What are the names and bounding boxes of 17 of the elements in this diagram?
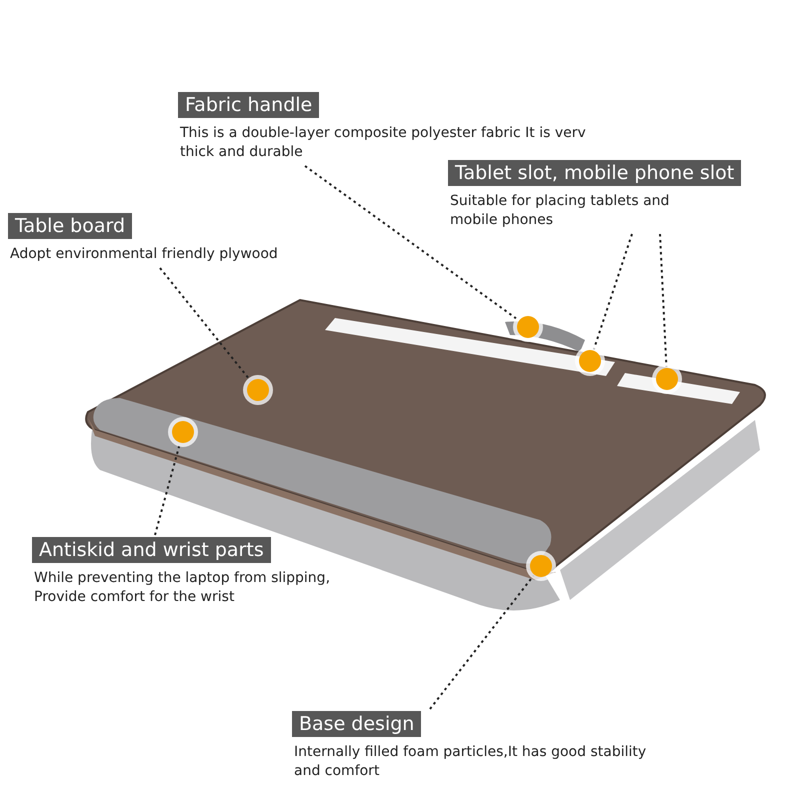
- marker-dot: [579, 350, 601, 372]
- callout-text: While preventing the laptop from slipping, Provide comfort for the wrist: [34, 569, 332, 607]
- marker-dot: [517, 316, 539, 338]
- callout-text: Suitable for placing tablets and mobile phones: [450, 192, 670, 230]
- marker-dot: [247, 379, 269, 401]
- callout-text: This is a double-layer composite polyester fabric It is verv thick and durable: [180, 124, 587, 162]
- leader-line: [304, 165, 519, 321]
- callout-heading: Antiskid and wrist parts: [32, 537, 271, 563]
- marker-dot: [172, 421, 194, 443]
- callout-heading: Tablet slot, mobile phone slot: [448, 160, 742, 186]
- marker-dot: [530, 555, 552, 577]
- callout-text: Adopt environmental friendly plywood: [10, 245, 279, 264]
- callout-heading: Base design: [292, 711, 422, 737]
- callout-text: Internally filled foam particles,It has good stability and comfort: [294, 743, 648, 781]
- callout-heading: Table board: [8, 213, 132, 239]
- callout-heading: Fabric handle: [178, 92, 320, 118]
- marker-dot: [656, 368, 678, 390]
